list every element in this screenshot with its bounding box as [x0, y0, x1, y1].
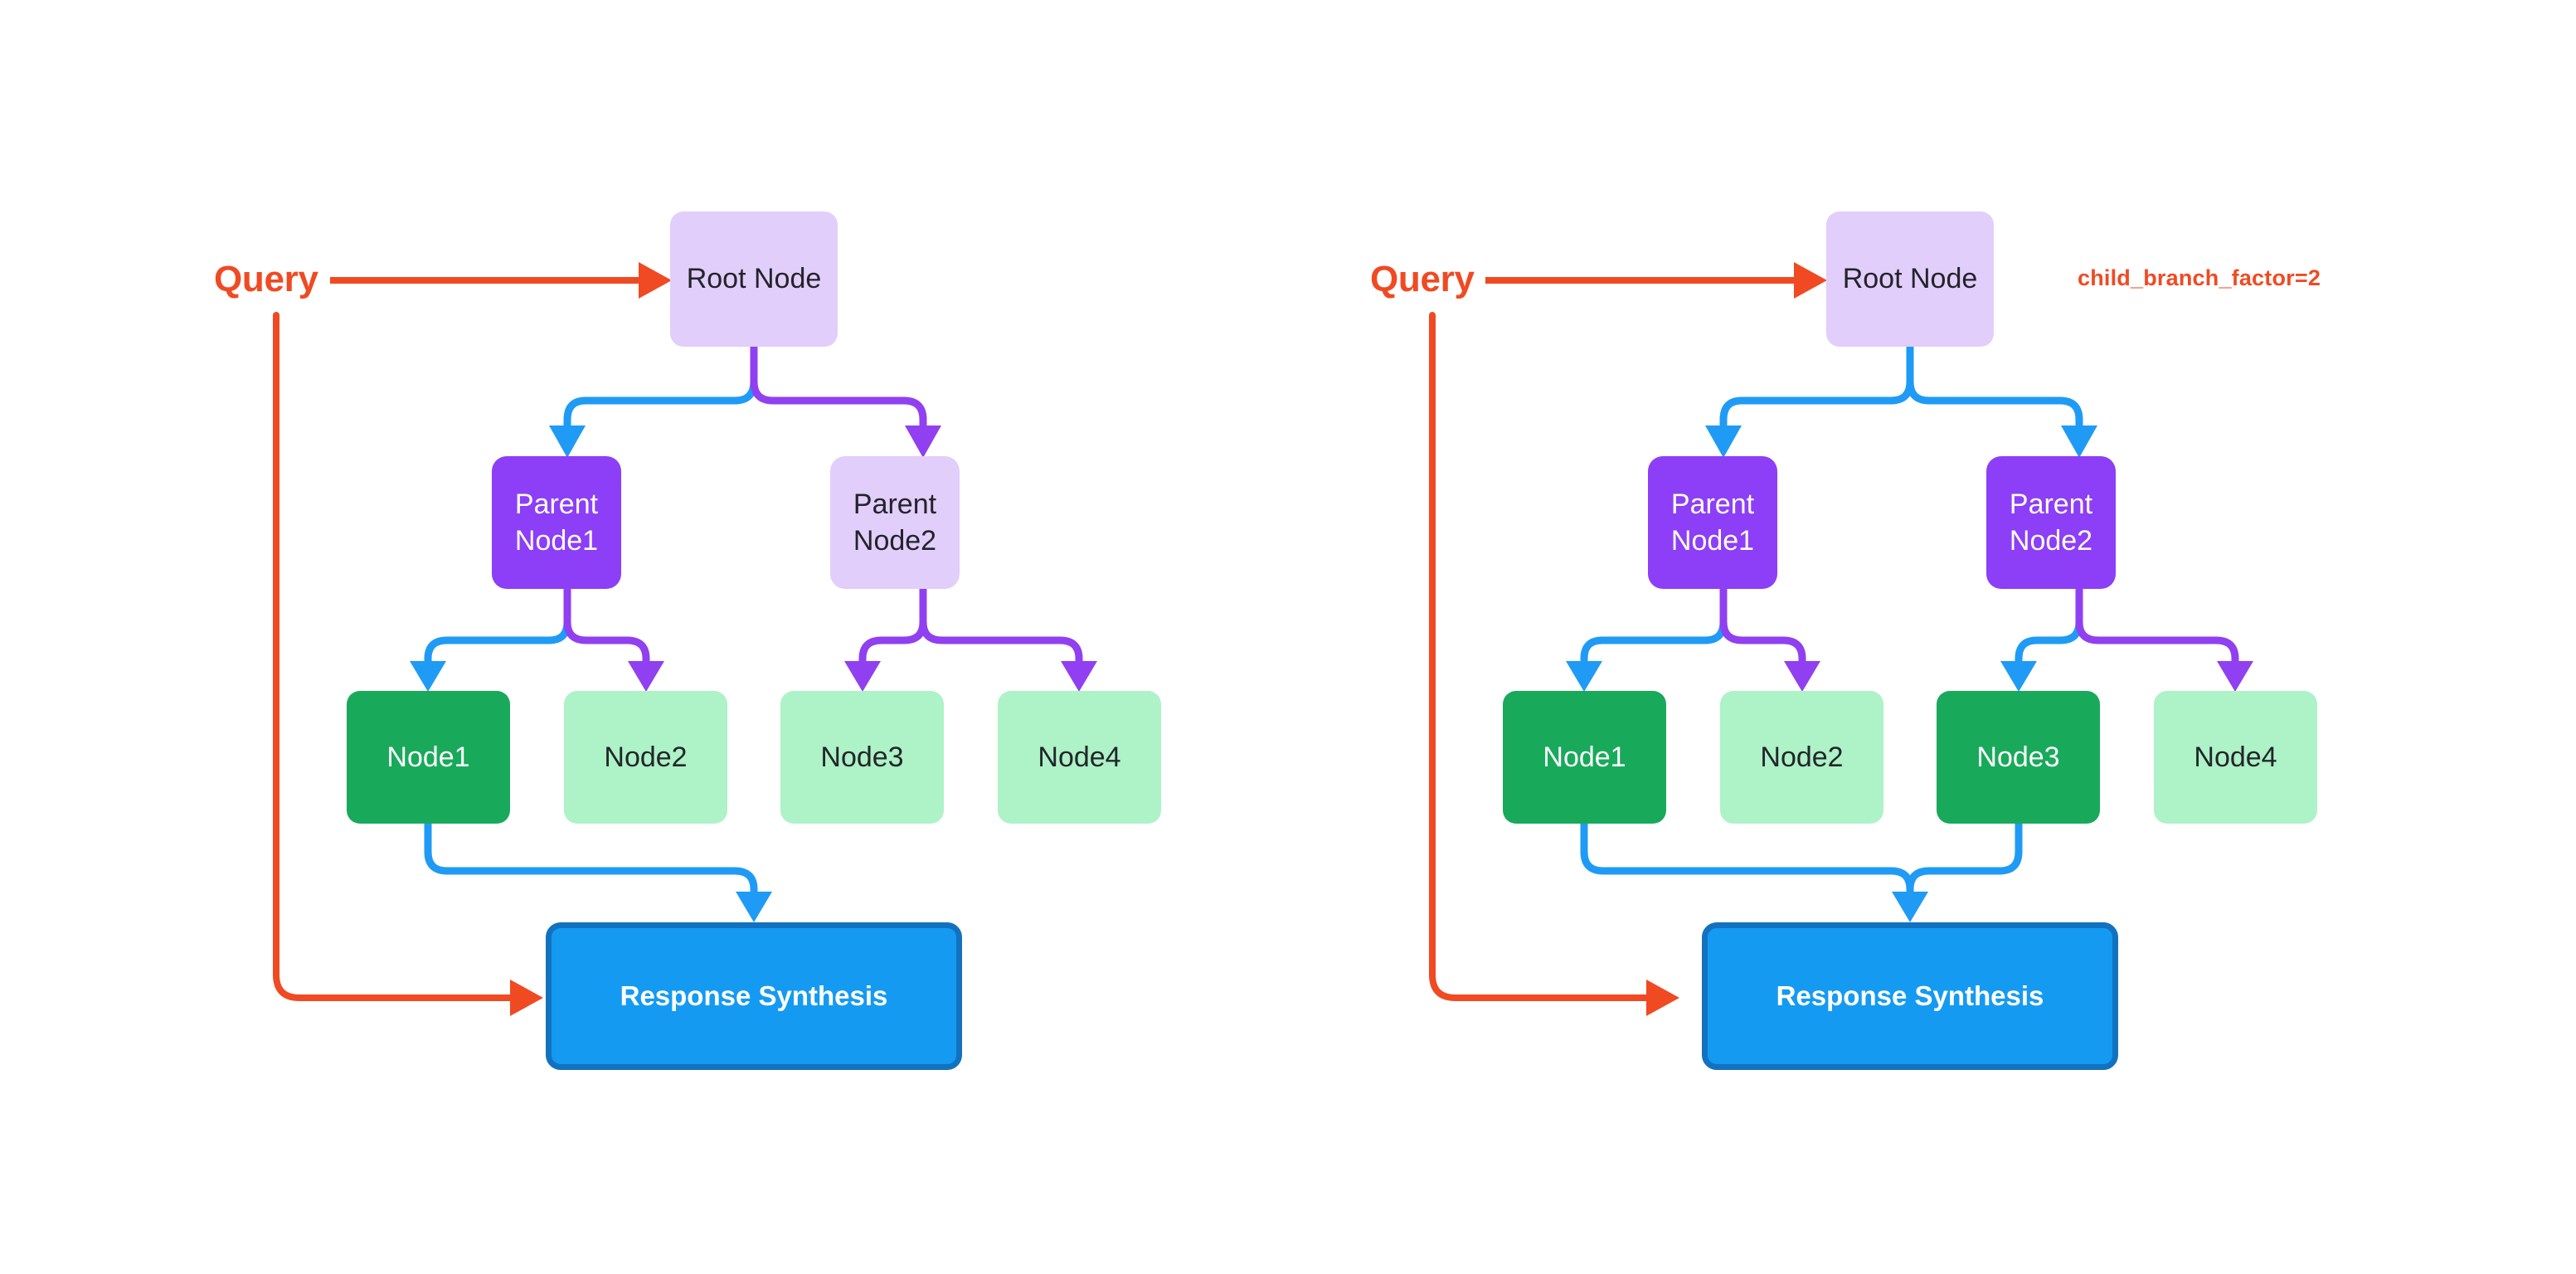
- edge-node3-to-synthesis-right: [1906, 819, 2023, 903]
- parent-node2-left[interactable]: Parent Node2: [830, 456, 960, 589]
- leaf-node4-right[interactable]: Node4: [2154, 691, 2317, 824]
- edge-parent1-to-node1-right: [1566, 585, 1728, 692]
- edge-parent1-to-node2-left: [563, 585, 664, 692]
- edge-parent2-to-node3-left: [844, 585, 927, 692]
- query-label-left: Query: [214, 259, 318, 299]
- response-synthesis-right[interactable]: Response Synthesis: [1702, 922, 2118, 1070]
- query-label-right: Query: [1370, 259, 1475, 299]
- edge-root-to-parent1-left: [549, 343, 758, 458]
- root-node-left[interactable]: Root Node: [670, 212, 838, 347]
- child-branch-factor-label: child_branch_factor=2: [2078, 265, 2321, 290]
- edge-parent1-to-node2-right: [1719, 585, 1820, 692]
- edge-parent2-to-node4-right: [2075, 585, 2253, 692]
- edge-root-to-parent1-right: [1705, 343, 1914, 458]
- leaf-node2-right[interactable]: Node2: [1720, 691, 1883, 824]
- edge-root-to-parent2-right: [1906, 343, 2097, 458]
- leaf-node1-left[interactable]: Node1: [347, 691, 510, 824]
- leaf-node4-left[interactable]: Node4: [998, 691, 1161, 824]
- edge-query-to-root-right: [1485, 262, 1827, 299]
- leaf-node2-left[interactable]: Node2: [564, 691, 727, 824]
- leaf-node3-right[interactable]: Node3: [1937, 691, 2100, 824]
- edge-parent2-to-node4-left: [919, 585, 1097, 692]
- parent-node2-right[interactable]: Parent Node2: [1986, 456, 2116, 589]
- edge-node1-to-synthesis-right: [1580, 819, 1928, 922]
- root-node-right[interactable]: Root Node: [1826, 212, 1994, 347]
- edge-query-to-synthesis-left: [273, 312, 543, 1016]
- edge-node1-to-synthesis-left: [424, 819, 772, 922]
- edge-parent1-to-node1-left: [410, 585, 571, 692]
- edge-query-to-synthesis-right: [1429, 312, 1679, 1016]
- edge-parent2-to-node3-right: [2000, 585, 2083, 692]
- response-synthesis-left[interactable]: Response Synthesis: [546, 922, 962, 1070]
- parent-node1-right[interactable]: Parent Node1: [1648, 456, 1777, 589]
- leaf-node1-right[interactable]: Node1: [1503, 691, 1666, 824]
- edge-query-to-root-left: [330, 262, 672, 299]
- edge-root-to-parent2-left: [750, 343, 941, 458]
- parent-node1-left[interactable]: Parent Node1: [492, 456, 621, 589]
- leaf-node3-left[interactable]: Node3: [780, 691, 944, 824]
